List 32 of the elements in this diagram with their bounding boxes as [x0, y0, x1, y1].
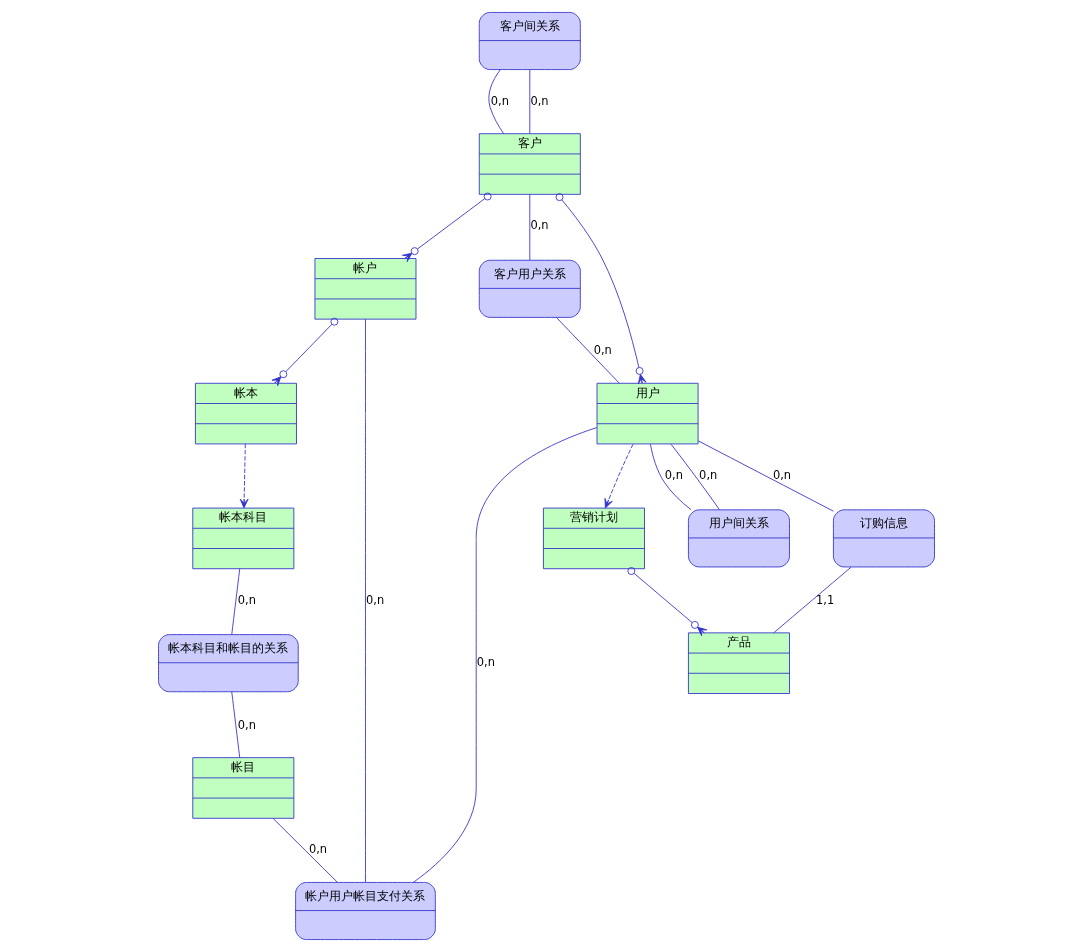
connector — [555, 317, 620, 384]
connector — [697, 440, 834, 512]
connector — [670, 443, 720, 511]
edge-label: 0,n — [476, 655, 495, 670]
arrow — [239, 443, 249, 509]
connector — [364, 318, 366, 883]
edge-label: 0,n — [308, 842, 327, 857]
connector — [230, 568, 240, 635]
connector — [626, 567, 707, 637]
connector — [772, 566, 851, 634]
edge-label: 0,n — [490, 93, 509, 108]
edge-label: 0,n — [365, 592, 384, 607]
edge-label: 0,n — [529, 93, 549, 108]
connector — [487, 69, 504, 135]
edge-label: 0,n — [664, 467, 683, 482]
connector — [230, 691, 240, 758]
edge-label: 0,n — [237, 717, 256, 732]
edge-label: 0,n — [529, 218, 549, 233]
connector — [555, 193, 646, 385]
connector — [272, 818, 338, 883]
connector — [528, 193, 530, 261]
edge-label: 1,1 — [815, 592, 834, 607]
arrow — [604, 443, 633, 509]
connector — [412, 427, 597, 883]
connector — [649, 443, 691, 511]
edge-label: 0,n — [237, 592, 256, 607]
connector — [271, 317, 338, 387]
edge-label: 0,n — [593, 343, 612, 358]
edge-label: 0,n — [772, 467, 791, 482]
connector — [528, 69, 530, 134]
connector — [401, 192, 492, 263]
edge-label: 0,n — [698, 467, 717, 482]
